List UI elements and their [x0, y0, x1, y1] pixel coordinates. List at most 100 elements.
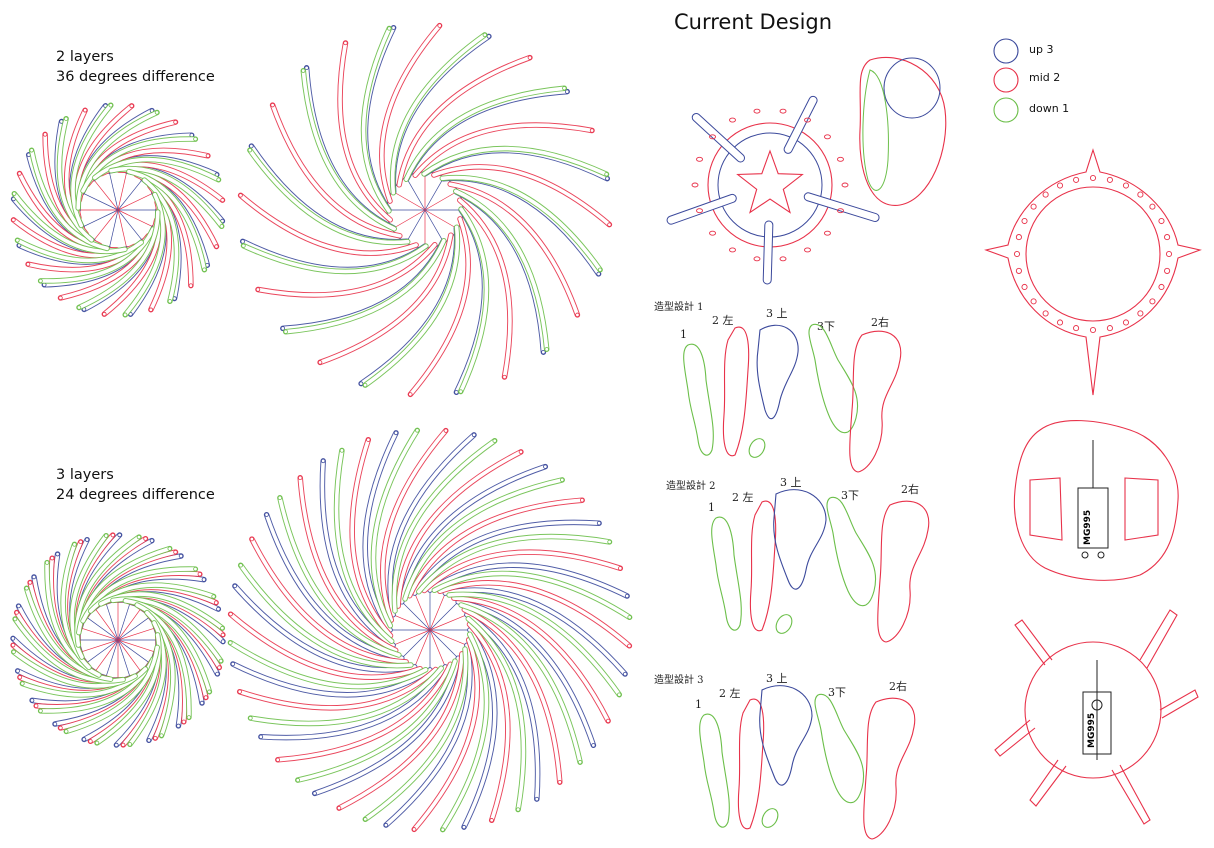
- swirl-arm-pin: [173, 119, 178, 125]
- swirl-arm-pin: [562, 86, 567, 91]
- swirl-arm-pin: [220, 197, 225, 203]
- design-2-tag-1: 1: [708, 501, 715, 514]
- design-1-tag-left2: 2 左: [712, 314, 734, 327]
- swirl-arm-pin: [214, 244, 219, 249]
- swirl-arm-inner: [337, 652, 464, 810]
- swirl-arm-inner: [298, 476, 398, 653]
- swirl-arm-pin: [518, 449, 524, 455]
- swirl-arm-pin: [72, 542, 77, 547]
- swirl-arm-pin: [408, 392, 413, 397]
- ring-hole: [1164, 267, 1171, 274]
- hub-spoke: [405, 209, 426, 244]
- hub-spoke: [424, 209, 445, 244]
- design-3-tag-down3: 3下: [828, 686, 846, 699]
- design-2-link: [775, 614, 793, 634]
- assembly-hole: [709, 230, 716, 236]
- swirl-arm-inner: [452, 596, 610, 723]
- swirl-arm-pin: [81, 737, 87, 742]
- design-3-tag-left2: 2 左: [719, 687, 741, 700]
- swirl-arm-inner: [397, 55, 532, 187]
- swirl-arm-pin: [471, 432, 477, 438]
- swirl-arm-pin: [527, 55, 533, 60]
- ring-hole: [1073, 176, 1080, 183]
- hub-spoke: [405, 176, 426, 211]
- swirl-arm-pin: [181, 719, 187, 725]
- ring-hole: [1030, 203, 1037, 210]
- swirl-arm-pin: [443, 428, 449, 433]
- swirl-arm-pin: [622, 671, 628, 677]
- swirl-arm-inner: [443, 588, 627, 676]
- swirl-arm-inner: [413, 123, 594, 177]
- swirl-arm-pin: [489, 818, 494, 823]
- swirl-arm-pin: [295, 777, 301, 783]
- swirl-arm-pin: [564, 89, 570, 94]
- swirl-arm-pin: [247, 147, 253, 153]
- swirl-arm-inner: [256, 243, 437, 297]
- hub-spoke: [429, 591, 447, 631]
- ring-hole: [1149, 298, 1156, 305]
- design-2-piece-1: [711, 516, 742, 631]
- swirl-arm-inner: [127, 169, 207, 272]
- hub-spoke: [429, 629, 460, 660]
- swirl-arm-pin: [220, 625, 225, 631]
- swirl-arm-pin: [237, 689, 242, 694]
- swirl-arm-pin: [591, 743, 596, 748]
- swirl-arm-pin: [173, 549, 178, 555]
- swirl-arm-inner: [338, 41, 392, 222]
- hub-spoke: [429, 600, 460, 631]
- page-title: Current Design: [674, 10, 833, 34]
- servo-label-1: MG995: [1083, 510, 1093, 545]
- ring-hole: [1122, 182, 1130, 189]
- hub-spoke: [413, 591, 431, 631]
- swirl-arm-inner: [363, 431, 398, 632]
- hub-spoke: [424, 209, 459, 230]
- swirl-arm-pin: [193, 136, 198, 142]
- ring-hole: [1122, 319, 1130, 326]
- swirl-arm-pin: [10, 636, 16, 641]
- swirl-arm-pin: [94, 740, 100, 746]
- swirl-arm-pin: [136, 534, 142, 540]
- assembly-arm-inner: [804, 193, 879, 222]
- hub-spoke: [117, 599, 132, 641]
- design-1-tag-1: 1: [680, 328, 687, 341]
- swirl-arm-inner: [462, 628, 497, 829]
- swirl-arm-pin: [358, 381, 364, 386]
- swirl-arm-pin: [176, 723, 181, 729]
- swirl-arm-pin: [270, 102, 275, 108]
- swirl-arm-inner: [334, 448, 394, 643]
- swirl-arm-inner: [237, 667, 438, 710]
- swirl-arm-pin: [232, 583, 238, 589]
- swirl-arm-pin: [607, 222, 612, 227]
- hub-spoke: [108, 209, 119, 252]
- swirl-arm-pin: [15, 238, 20, 243]
- swirl-arm-pin: [228, 640, 233, 645]
- swirl-arm-pin: [312, 791, 317, 796]
- swirl-arm-pin: [188, 283, 194, 288]
- ring-hole: [1164, 234, 1171, 241]
- servo-motor-1: [1077, 440, 1109, 559]
- swirl-arm-pin: [17, 171, 22, 176]
- swirl-arm-pin: [193, 566, 198, 572]
- legend-down-circle: [993, 97, 1019, 123]
- assembly-hole: [824, 134, 831, 140]
- hub-spoke: [117, 615, 153, 641]
- assembly-hole: [841, 182, 849, 188]
- swirl-arm-pin: [280, 326, 286, 331]
- assembly-hole: [729, 117, 736, 123]
- swirl-arm-pin: [216, 606, 221, 612]
- swirl-arm-inner: [363, 647, 468, 822]
- swirl-arm-pin: [44, 560, 50, 565]
- swirl-arm-inner: [371, 428, 420, 628]
- swirl-arm-inner: [456, 600, 596, 748]
- swirl-arm-pin: [82, 108, 88, 113]
- swirl-arm-pin: [393, 430, 399, 436]
- design-3-title: 造型設計 3: [654, 675, 704, 686]
- swirl-arm-pin: [543, 464, 548, 469]
- ring-hole: [1137, 191, 1144, 198]
- design-3-pieces: [699, 685, 916, 840]
- design-1-title: 造型設計 1: [654, 302, 704, 313]
- swirl-arm-pin: [366, 437, 371, 442]
- design-3-piece-2right: [863, 697, 916, 840]
- swirl-arm-inner: [466, 617, 526, 812]
- swirl-arm-inner: [465, 612, 540, 801]
